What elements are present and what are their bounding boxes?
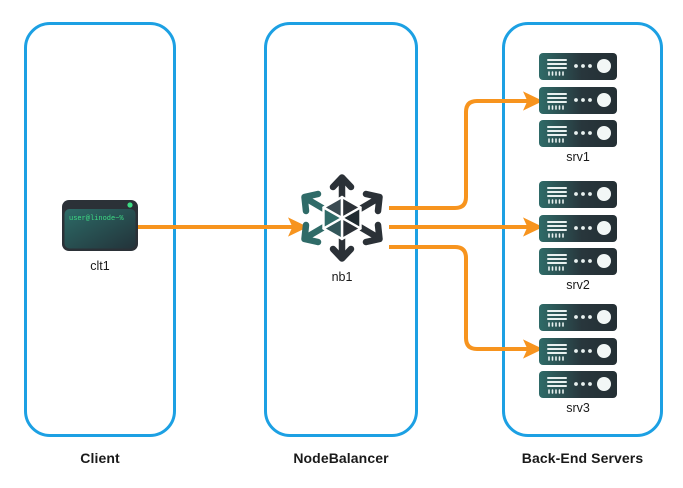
client-zone-label: Client [80, 450, 120, 466]
server-node-srv1[interactable] [538, 52, 618, 147]
arrow-nb1-to-srv1 [389, 91, 543, 210]
nodebalancer-zone-label: NodeBalancer [293, 450, 389, 466]
terminal-prompt-text: user@linode~% [69, 215, 124, 223]
server-node-label-srv3: srv3 [566, 401, 590, 415]
client-node-label: clt1 [90, 259, 110, 273]
nodebalancer-node-nb1[interactable] [295, 172, 389, 264]
terminal-icon: user@linode~% [62, 200, 138, 251]
backend-zone-label: Back-End Servers [521, 450, 644, 466]
server-rack-icon [539, 181, 617, 275]
client-zone-box [24, 22, 176, 437]
backend-zone-box [502, 22, 663, 437]
nodebalancer-node-label: nb1 [331, 270, 353, 284]
nodebalancer-hexagon-icon [301, 174, 383, 262]
server-rack-icon [539, 53, 617, 147]
server-node-label-srv1: srv1 [566, 150, 590, 164]
arrow-nb1-to-srv3 [389, 245, 543, 359]
server-node-srv3[interactable] [538, 303, 618, 398]
server-node-srv2[interactable] [538, 180, 618, 275]
server-node-label-srv2: srv2 [566, 278, 590, 292]
client-node-clt1[interactable]: user@linode~% [60, 198, 140, 253]
nodebalancer-zone-box [264, 22, 418, 437]
server-rack-icon [539, 304, 617, 398]
